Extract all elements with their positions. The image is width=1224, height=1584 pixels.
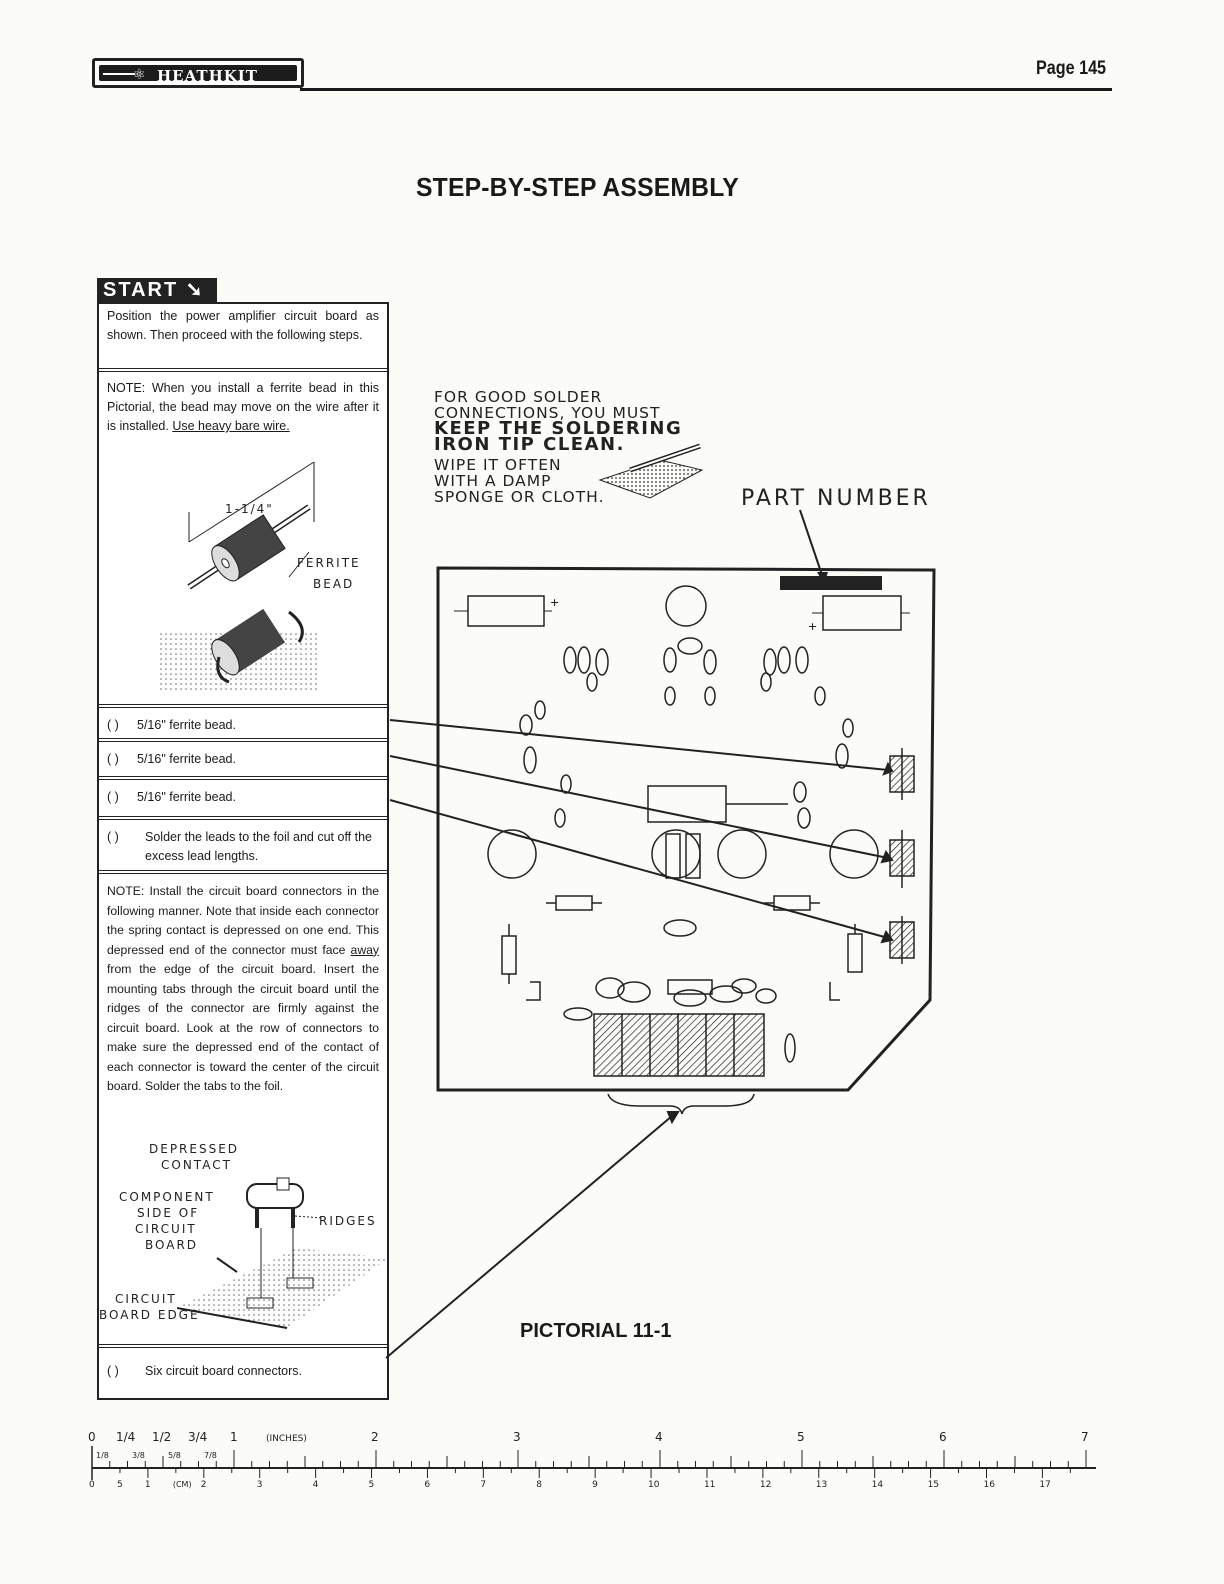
ruler-inch-4: 4 <box>655 1430 663 1444</box>
ferrite-label: FERRITE <box>297 556 361 570</box>
ridges-label: RIDGES <box>319 1214 377 1228</box>
ruler-cm-label: 7 <box>480 1480 487 1490</box>
ruler-cm-label: 11 <box>703 1480 716 1490</box>
start-label: START ➘ <box>97 278 217 302</box>
connector-illustration <box>177 1177 389 1329</box>
ruler-cm-label: 10 <box>648 1480 660 1490</box>
ruler-inch-6: 6 <box>939 1430 947 1444</box>
ruler-cm-label: 6 <box>424 1480 431 1490</box>
page-number: Page 145 <box>1036 58 1107 79</box>
ruler-cm-label: 9 <box>592 1480 598 1490</box>
circuit-board-pictorial: + + <box>385 509 936 1359</box>
board-label: BOARD <box>145 1238 199 1252</box>
depressed-label: DEPRESSED <box>149 1142 240 1156</box>
ruler-cm-label: 13 <box>815 1480 828 1490</box>
ferrite-note: NOTE: When you install a ferrite bead in… <box>99 372 387 708</box>
ruler-inches-unit: (INCHES) <box>266 1434 307 1444</box>
ruler-inch-1: 1 <box>230 1430 238 1444</box>
board-edge-label: BOARD EDGE <box>99 1308 200 1322</box>
ruler-inch-quarter: 1/4 <box>116 1430 136 1444</box>
ruler-cm-label: 17 <box>1039 1480 1051 1490</box>
pictorial-caption: PICTORIAL 11-1 <box>520 1320 672 1342</box>
heathkit-logo: ⚛ HEATHKIT <box>92 58 304 88</box>
checkbox[interactable]: ( ) <box>107 718 119 732</box>
ruler-cm-label: 15 <box>927 1480 940 1490</box>
ferrite-bead-illustration <box>159 461 319 692</box>
dimension-label: 1-1/4" <box>225 502 274 516</box>
checkbox[interactable]: ( ) <box>107 830 119 844</box>
ruler-cm-label: 16 <box>983 1480 995 1490</box>
ruler-cm-label: 5 <box>116 1480 123 1490</box>
ruler-cm-label: 4 <box>312 1480 319 1490</box>
bead-step-1: ( )5/16" ferrite bead. <box>99 708 387 742</box>
ruler-frac-4: 7/8 <box>204 1451 217 1460</box>
solder-step: ( ) Solder the leads to the foil and cut… <box>99 820 387 874</box>
component-label: COMPONENT <box>119 1190 215 1204</box>
ruler-cm-label: 14 <box>871 1480 884 1490</box>
ruler-inch-0: 0 <box>88 1430 96 1444</box>
ruler-inch-2: 2 <box>371 1430 379 1444</box>
ruler-cm-label: 8 <box>536 1480 542 1490</box>
soldering-tip: FOR GOOD SOLDER CONNECTIONS, YOU MUST KE… <box>434 388 683 506</box>
checkbox[interactable]: ( ) <box>107 1364 119 1378</box>
ruler-cm-label: 3 <box>256 1480 263 1490</box>
sponge-icon <box>598 443 704 499</box>
circuit-edge-label: CIRCUIT <box>115 1292 177 1306</box>
ruler-inch-three-quarter: 3/4 <box>188 1430 208 1444</box>
ruler-inch-3: 3 <box>513 1430 521 1444</box>
ruler <box>91 1446 1096 1480</box>
circuit-label: CIRCUIT <box>135 1222 197 1236</box>
svg-text:+: + <box>808 620 817 633</box>
ruler-inch-7: 7 <box>1081 1430 1089 1444</box>
atom-icon: ⚛ <box>133 66 146 82</box>
ruler-frac-2: 3/8 <box>132 1451 145 1460</box>
ruler-cm-label: (CM) <box>172 1480 192 1489</box>
checkbox[interactable]: ( ) <box>107 790 119 804</box>
ruler-frac-1: 1/8 <box>96 1451 109 1460</box>
header-rule <box>300 88 1112 91</box>
checkbox[interactable]: ( ) <box>107 752 119 766</box>
side-of-label: SIDE OF <box>137 1206 200 1220</box>
page-title: STEP-BY-STEP ASSEMBLY <box>416 172 739 202</box>
bead-step-3: ( )5/16" ferrite bead. <box>99 780 387 820</box>
bead-step-2: ( )5/16" ferrite bead. <box>99 742 387 780</box>
ruler-cm-label: 5 <box>368 1480 375 1490</box>
bead-label: BEAD <box>313 577 355 591</box>
ruler-cm-label: 12 <box>759 1480 772 1490</box>
ruler-inch-half: 1/2 <box>152 1430 172 1444</box>
ruler-cm-label: 1 <box>144 1480 151 1490</box>
arrow-down-icon: ➘ <box>185 279 205 301</box>
ruler-frac-3: 5/8 <box>168 1451 181 1460</box>
part-number-plate <box>780 576 882 590</box>
connector-note: NOTE: Install the circuit board connecto… <box>99 874 389 1348</box>
ruler-cm-label: 0 <box>89 1480 95 1490</box>
svg-text:+: + <box>550 596 559 609</box>
instruction-column: Position the power amplifier circuit boa… <box>97 302 389 1400</box>
ruler-cm-label: 2 <box>200 1480 207 1490</box>
contact-label: CONTACT <box>161 1158 232 1172</box>
part-number-label: PART NUMBER <box>741 486 931 511</box>
ruler-inch-5: 5 <box>797 1430 805 1444</box>
intro-step: Position the power amplifier circuit boa… <box>99 304 387 372</box>
connectors-step: ( )Six circuit board connectors. <box>99 1348 387 1398</box>
